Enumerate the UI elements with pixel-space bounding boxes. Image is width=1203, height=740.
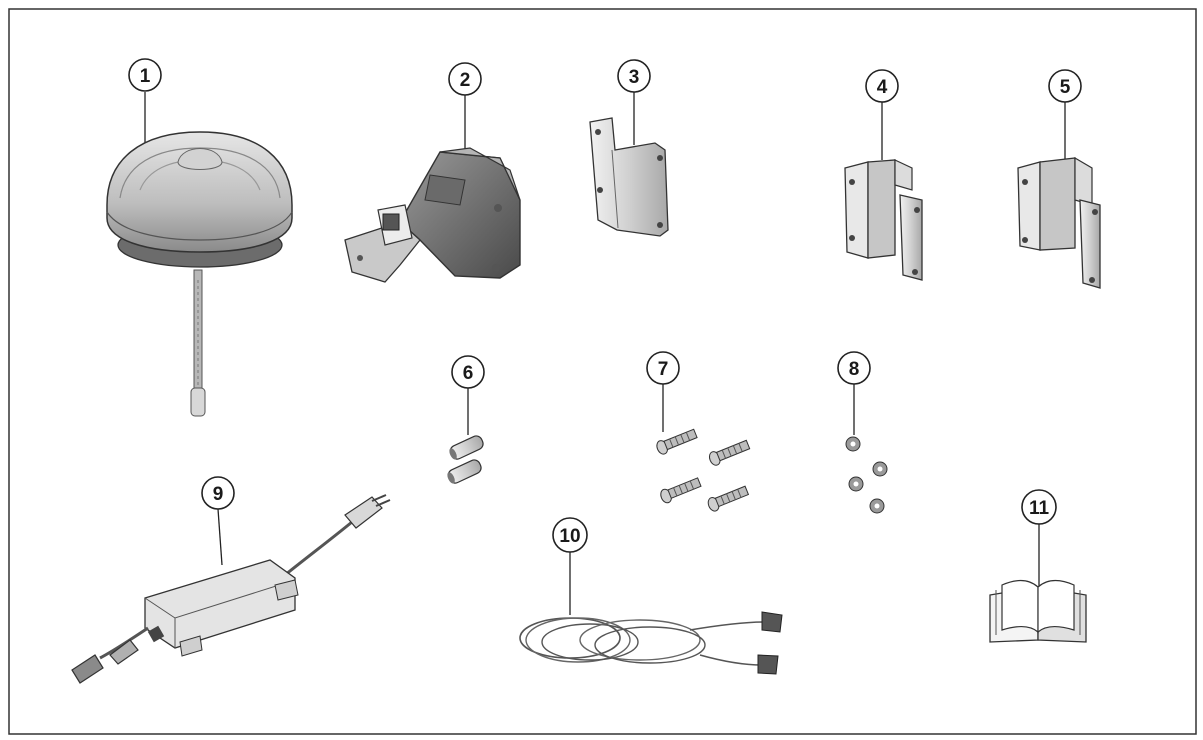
callout-7-label: 7	[658, 359, 669, 380]
callout-4-label: 4	[877, 77, 888, 98]
callout-3: 3	[617, 59, 651, 93]
cable-part	[519, 551, 783, 675]
callout-3-label: 3	[629, 67, 640, 88]
callout-5: 5	[1048, 69, 1082, 103]
callout-7: 7	[646, 351, 680, 385]
callout-2-label: 2	[460, 70, 471, 91]
bent-bracket-4-part	[844, 102, 923, 281]
callout-6-label: 6	[463, 363, 474, 384]
screws-part	[656, 384, 751, 512]
callout-1: 1	[128, 58, 162, 92]
callout-2: 2	[448, 62, 482, 96]
callout-8: 8	[837, 351, 871, 385]
callout-9-label: 9	[213, 484, 224, 505]
spacers-part	[447, 388, 484, 484]
callout-11: 11	[1021, 489, 1057, 525]
callout-6: 6	[451, 355, 485, 389]
callout-5-label: 5	[1060, 77, 1071, 98]
callout-4: 4	[865, 69, 899, 103]
bent-bracket-5-part	[1017, 102, 1101, 289]
callout-8-label: 8	[849, 359, 860, 380]
washers-part	[845, 384, 888, 514]
callout-11-label: 11	[1029, 498, 1050, 519]
power-adapter-part	[71, 494, 391, 684]
callout-9: 9	[201, 476, 235, 510]
callout-10: 10	[552, 517, 588, 553]
antenna-dome-part	[106, 92, 293, 417]
manual-part	[989, 523, 1087, 643]
mount-base-part	[344, 95, 521, 283]
callout-1-label: 1	[140, 66, 151, 87]
callout-10-label: 10	[559, 526, 580, 547]
flat-bracket-part	[589, 92, 669, 237]
